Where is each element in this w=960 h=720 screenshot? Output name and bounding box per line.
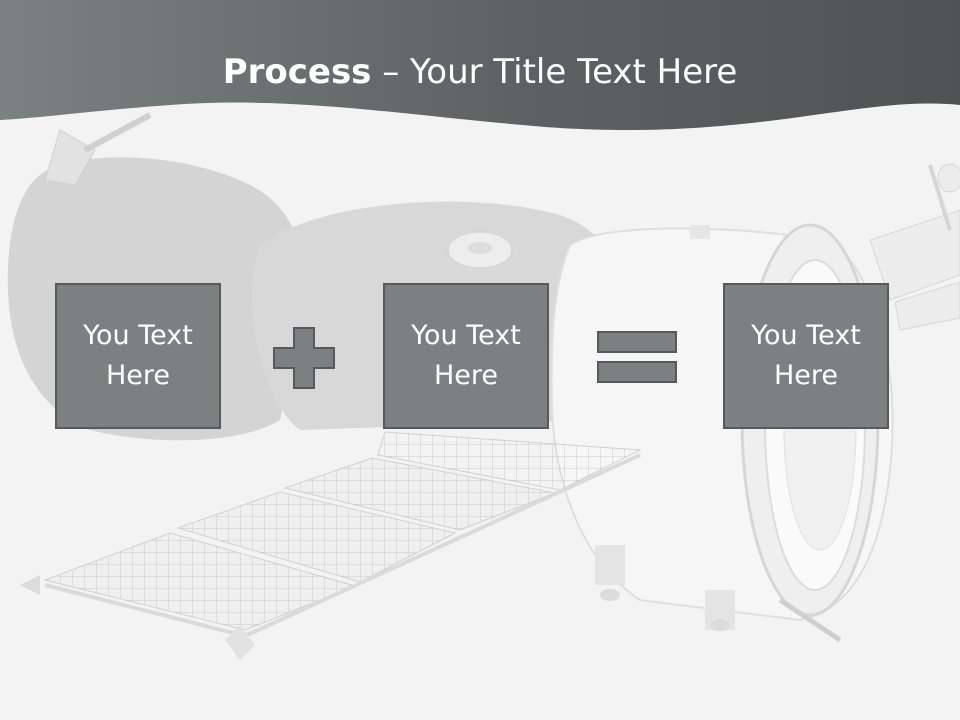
title-strong: Process	[222, 52, 372, 92]
process-box-1: You Text Here	[55, 283, 221, 429]
slide-title: Process – Your Title Text Here	[0, 52, 960, 92]
plus-icon	[273, 327, 335, 389]
process-box-2-text: You Text Here	[411, 320, 521, 391]
process-box-2: You Text Here	[383, 283, 549, 429]
equals-icon	[597, 331, 677, 383]
process-box-3: You Text Here	[723, 283, 889, 429]
header-band	[0, 0, 960, 131]
process-box-1-text: You Text Here	[83, 320, 193, 391]
process-box-3-text: You Text Here	[751, 320, 861, 391]
title-rest: – Your Title Text Here	[371, 52, 738, 92]
